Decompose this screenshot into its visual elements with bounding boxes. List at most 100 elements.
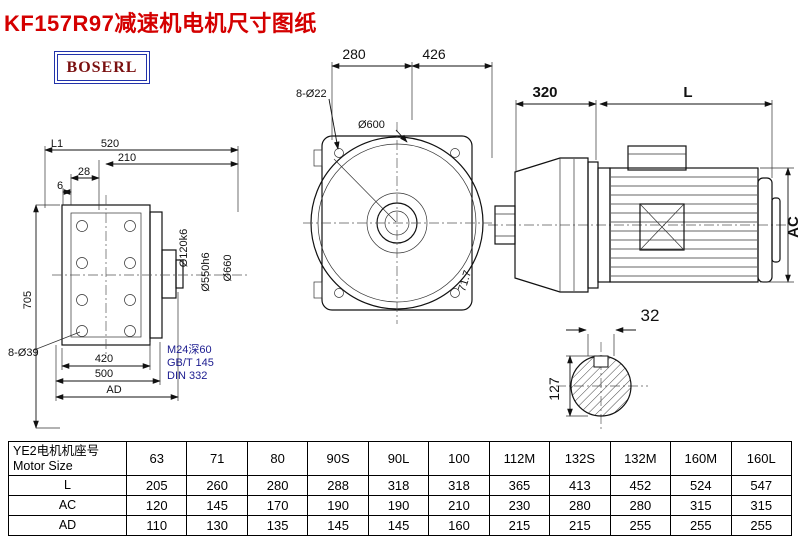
- left-view-centerlines: [52, 195, 250, 358]
- keyway: [593, 355, 609, 368]
- cell: 547: [730, 475, 793, 496]
- row-label: L: [8, 475, 127, 496]
- cell: 255: [670, 515, 732, 536]
- dim-520: 520: [101, 138, 119, 150]
- dim-6: 6: [57, 180, 63, 192]
- col-header: 160L: [730, 441, 793, 476]
- cell: 170: [246, 495, 309, 516]
- cell: 280: [246, 475, 309, 496]
- cell: 145: [367, 515, 430, 536]
- cell: 280: [549, 495, 611, 516]
- gearbox-side-outline: [494, 157, 589, 293]
- cell: 315: [670, 495, 732, 516]
- col-header: 71: [186, 441, 248, 476]
- cell: 190: [307, 495, 369, 516]
- dim-210: 210: [118, 152, 136, 164]
- dim-O120k6: Ø120k6: [178, 229, 190, 268]
- dim-AC: AC: [785, 216, 800, 238]
- side-view-dimensions: 320 L AC: [515, 84, 800, 283]
- dim-32: 32: [641, 306, 660, 325]
- col-header: 112M: [488, 441, 551, 476]
- technical-drawing: L1 520 210 28 6 705 8-Ø39 420 500 AD Ø12…: [8, 46, 800, 430]
- table-row-AD: AD 110 130 135 145 145 160 215 215 255 2…: [8, 515, 793, 536]
- cell: 280: [609, 495, 672, 516]
- col-header: 132S: [549, 441, 611, 476]
- bolt-holes-8xO39: [76, 220, 136, 337]
- dim-L: L: [683, 84, 692, 101]
- note-m24: M24深60: [167, 343, 212, 356]
- cell: 135: [246, 515, 309, 536]
- cell: 145: [307, 515, 369, 536]
- note-gbt145: GB/T 145: [167, 357, 214, 369]
- note-din332: DIN 332: [167, 370, 207, 382]
- col-header-motor-size: YE2电机机座号 Motor Size: [8, 441, 127, 476]
- row-label: AC: [8, 495, 127, 516]
- cell: 110: [125, 515, 188, 536]
- cell: 413: [549, 475, 611, 496]
- dim-L1: L1: [51, 138, 63, 150]
- cell: 255: [609, 515, 672, 536]
- cell: 288: [307, 475, 369, 496]
- section-dimensions: 32 127: [546, 306, 660, 417]
- table-header-row: YE2电机机座号 Motor Size 63 71 80 90S 90L 100…: [8, 441, 793, 476]
- front-view-dimensions: 280 426 8-Ø22 Ø600 71.7: [296, 46, 493, 293]
- cell: 365: [488, 475, 551, 496]
- left-view: L1 520 210 28 6 705 8-Ø39 420 500 AD Ø12…: [8, 138, 250, 429]
- page-title: KF157R97减速机电机尺寸图纸: [4, 11, 317, 36]
- cell: 120: [125, 495, 188, 516]
- terminal-box: [627, 145, 687, 171]
- dim-O550h6: Ø550h6: [200, 252, 212, 291]
- dim-O660: Ø660: [222, 255, 234, 282]
- dim-420: 420: [95, 353, 113, 365]
- cell: 524: [670, 475, 732, 496]
- front-view: 280 426 8-Ø22 Ø600 71.7: [296, 46, 493, 324]
- cell: 205: [125, 475, 188, 496]
- cell: 260: [186, 475, 248, 496]
- cell: 230: [488, 495, 551, 516]
- dim-8-O22: 8-Ø22: [296, 88, 327, 100]
- dim-127: 127: [546, 377, 562, 401]
- col-header: 132M: [609, 441, 672, 476]
- col-header: 80: [246, 441, 309, 476]
- dim-AD: AD: [106, 384, 121, 396]
- left-view-dimensions: L1 520 210 28 6 705 8-Ø39 420 500 AD Ø12…: [8, 138, 239, 429]
- dim-280: 280: [342, 46, 366, 62]
- cell: 190: [367, 495, 430, 516]
- dim-8-O39: 8-Ø39: [8, 347, 39, 359]
- col-header: 90L: [367, 441, 430, 476]
- col-header: 63: [125, 441, 188, 476]
- col-header: 160M: [670, 441, 732, 476]
- table-row-AC: AC 120 145 170 190 190 210 230 280 280 3…: [8, 495, 793, 516]
- cell: 215: [488, 515, 551, 536]
- shaft-section-view: 32 127: [546, 306, 659, 430]
- front-view-centerlines: [303, 122, 492, 324]
- cell: 318: [428, 475, 490, 496]
- header-line-cn: YE2电机机座号: [13, 443, 100, 458]
- header-line-en: Motor Size: [13, 458, 73, 473]
- dim-320: 320: [532, 84, 557, 101]
- motor-nameplate: [639, 203, 685, 251]
- table-row-L: L 205 260 280 288 318 318 365 413 452 52…: [8, 475, 793, 496]
- dim-28: 28: [78, 166, 90, 178]
- cell: 130: [186, 515, 248, 536]
- dim-500: 500: [95, 368, 113, 380]
- boserl-logo: BOSERL: [57, 54, 147, 81]
- motor-end-cap: [757, 177, 773, 283]
- dim-426: 426: [422, 46, 446, 62]
- cell: 145: [186, 495, 248, 516]
- col-header: 90S: [307, 441, 369, 476]
- dim-705: 705: [22, 291, 34, 309]
- cell: 160: [428, 515, 490, 536]
- dimension-table: YE2电机机座号 Motor Size 63 71 80 90S 90L 100…: [8, 441, 793, 536]
- cell: 215: [549, 515, 611, 536]
- cell: 315: [730, 495, 793, 516]
- cell: 210: [428, 495, 490, 516]
- row-label: AD: [8, 515, 127, 536]
- boserl-logo-text: BOSERL: [66, 58, 138, 76]
- cell: 452: [609, 475, 672, 496]
- side-view: 320 L AC: [488, 84, 800, 293]
- cell: 318: [367, 475, 430, 496]
- col-header: 100: [428, 441, 490, 476]
- motor-outline: [587, 145, 781, 289]
